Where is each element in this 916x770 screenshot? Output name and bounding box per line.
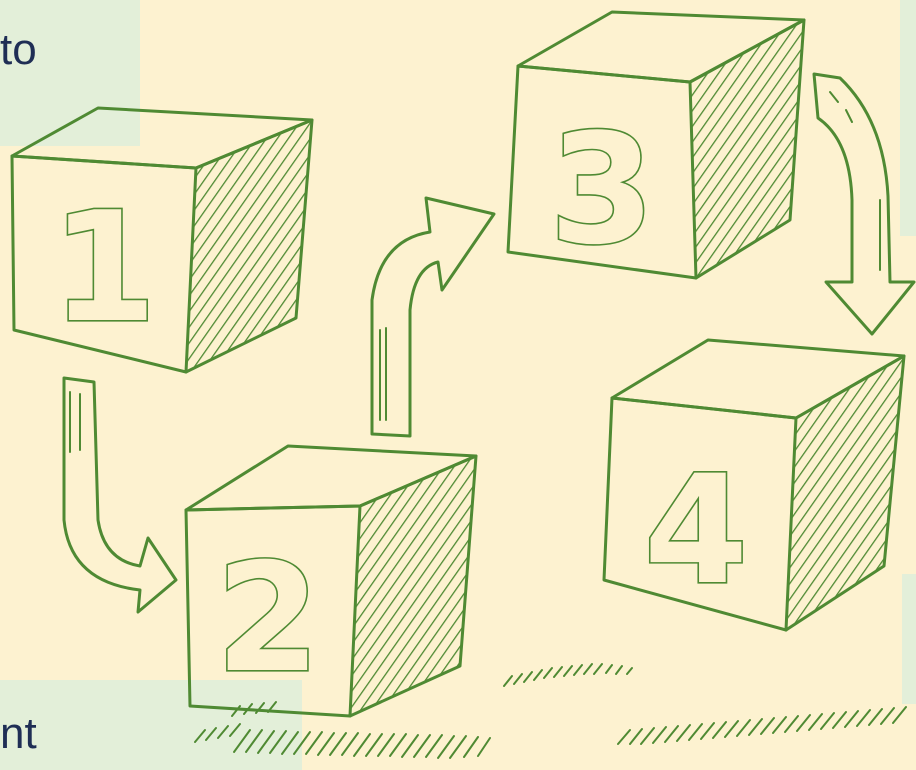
cube-2-label: 2 [216,532,320,706]
arrow-3-to-4-icon [814,74,914,334]
cube-1-side-face [186,120,312,372]
ground-shadow-right [504,664,906,744]
cube-4-label: 4 [644,444,748,618]
cube-3-label: 3 [549,101,655,278]
cube-4-side-face [786,356,904,630]
cube-3: 3 [508,12,804,278]
cube-2: 2 [186,446,476,716]
cube-1: 1 [12,108,312,372]
caption-text-bottom: nt [0,712,37,756]
caption-text-top: to [0,28,37,72]
cube-4: 4 [604,340,904,630]
cube-3-side-face [690,20,804,278]
arrow-2-to-3-icon [372,198,494,436]
cube-1-label: 1 [51,179,157,356]
cube-2-side-face [350,456,476,716]
